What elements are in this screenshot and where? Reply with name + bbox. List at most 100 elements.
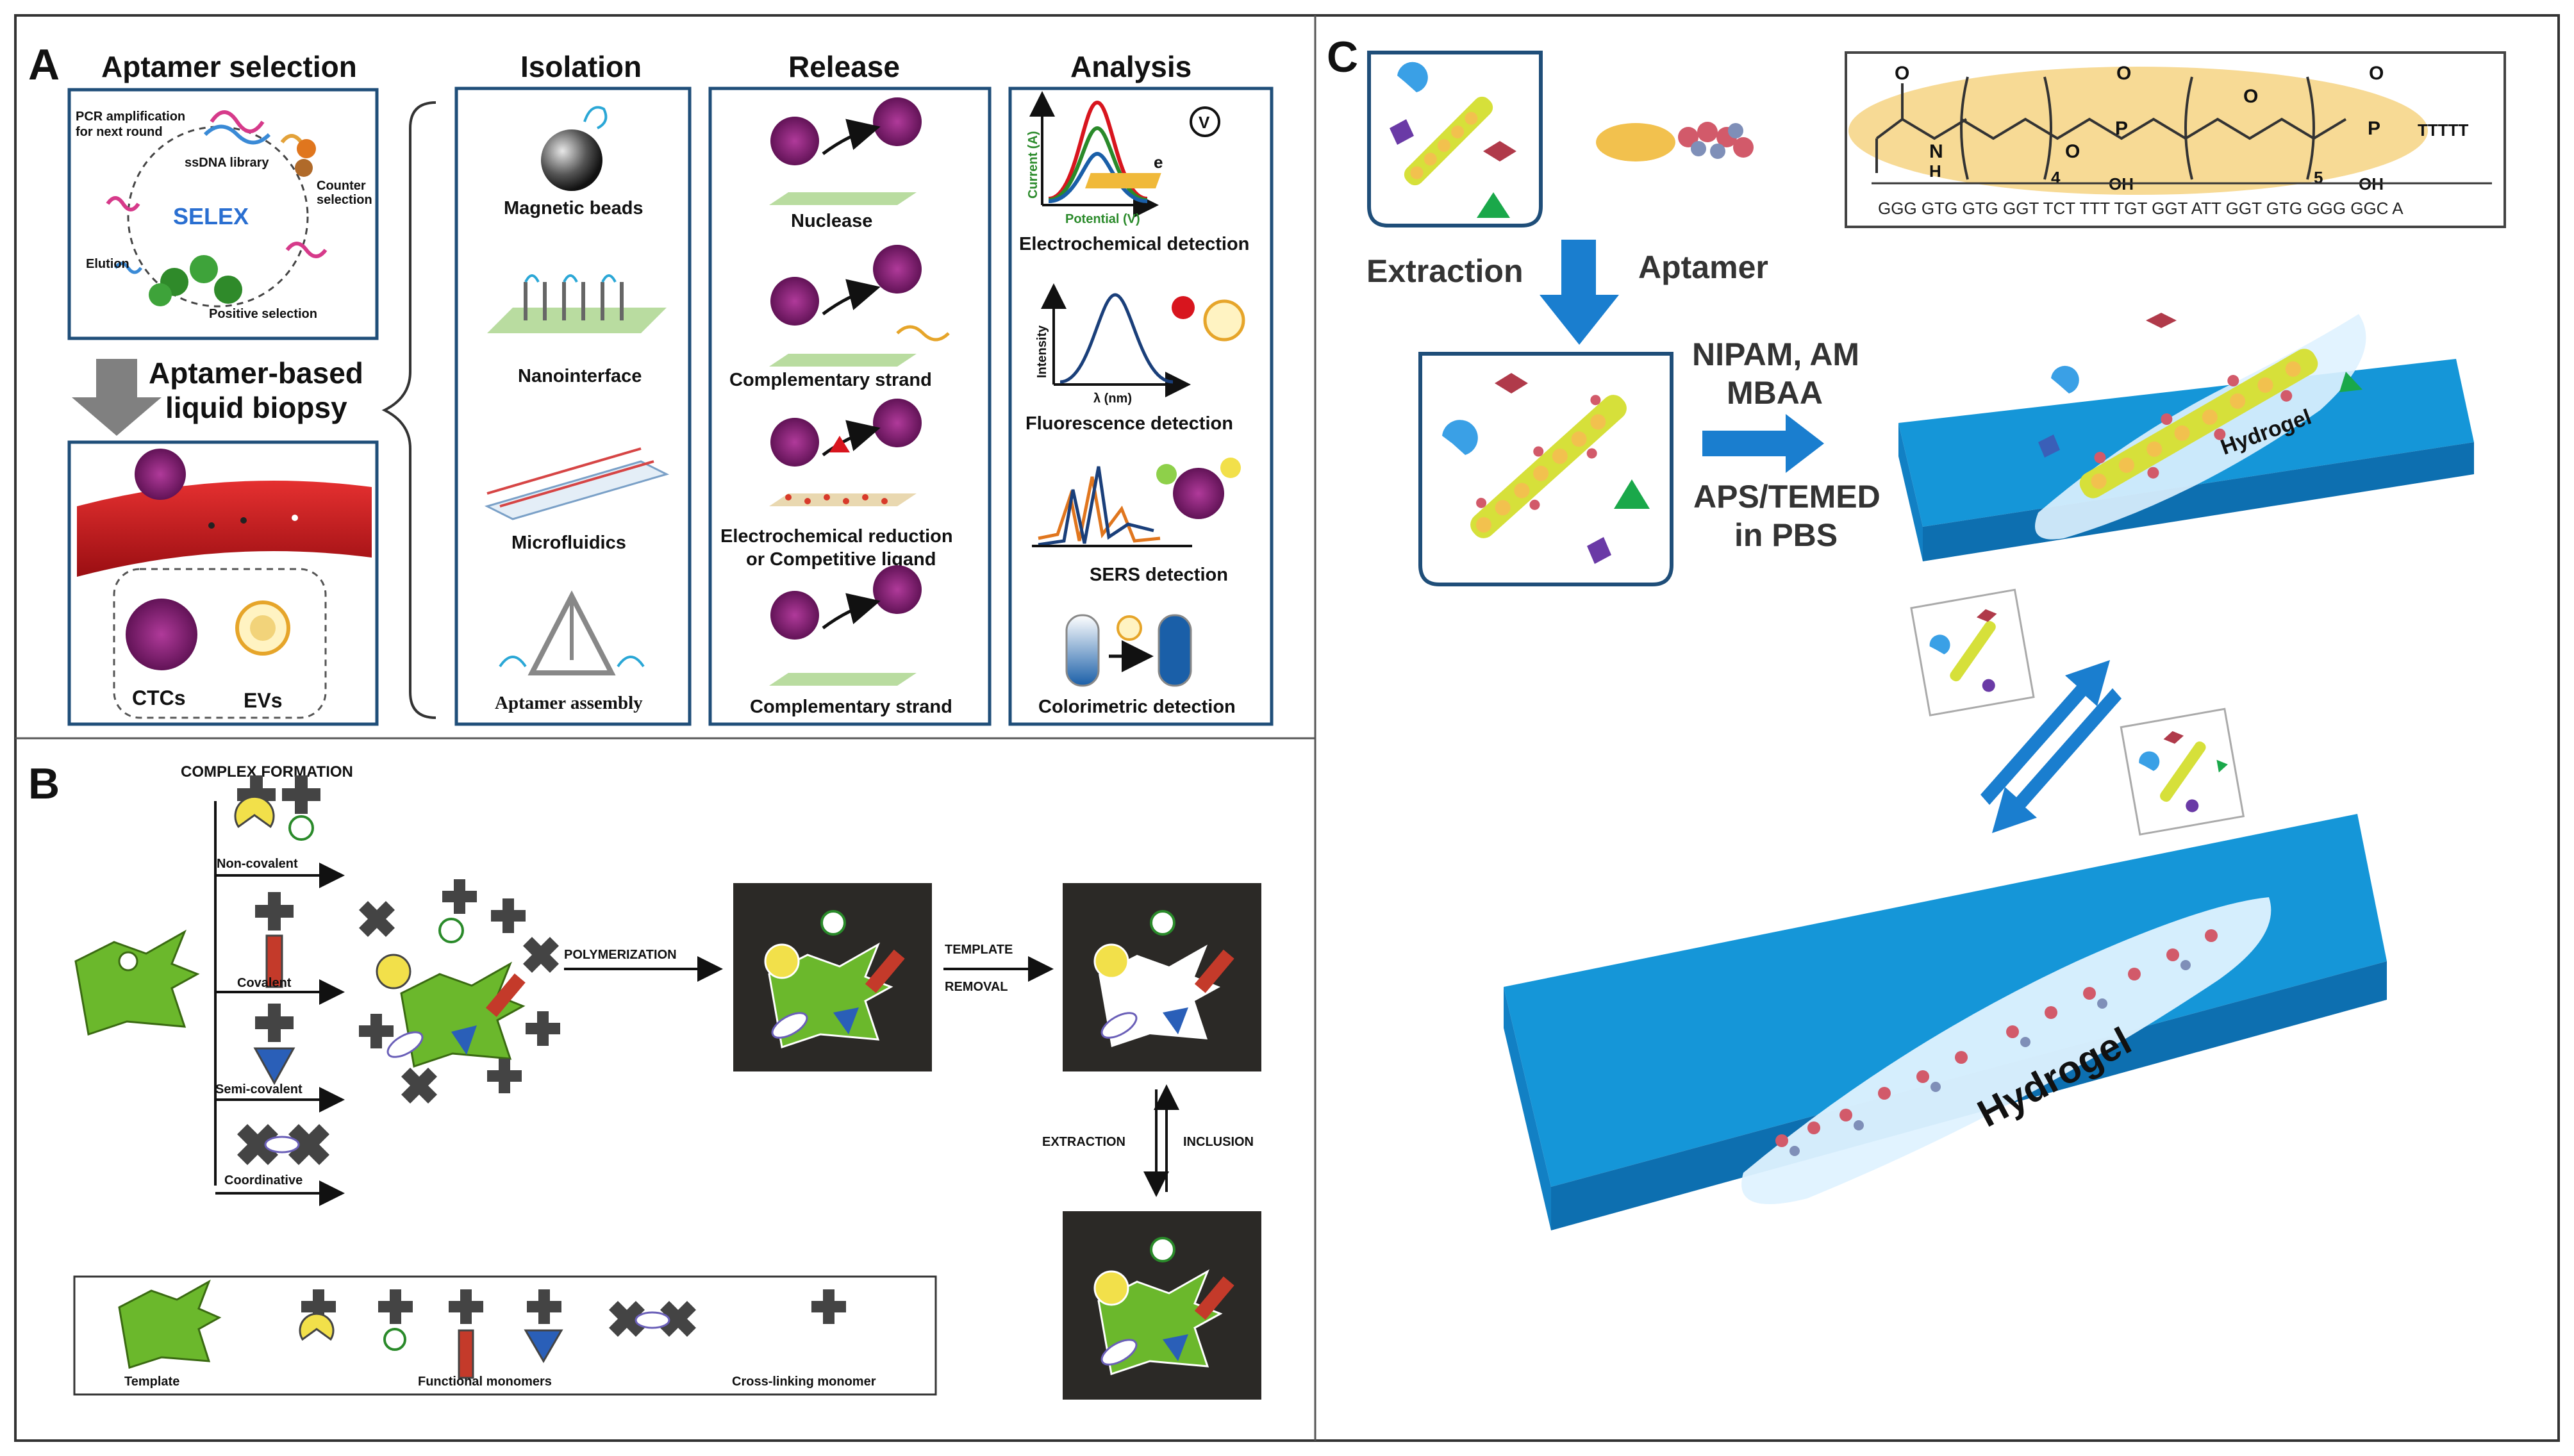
axis-lambda: λ (nm) (1093, 392, 1132, 406)
chem-tail: TTTTT (2418, 120, 2469, 140)
analysis-box: V e Current (A) Potential (V) Electroche… (1008, 87, 1274, 726)
aptamer-rod-tray-top (2079, 349, 2318, 499)
chem-o-2: O (2065, 141, 2080, 162)
panel-a: A Aptamer selection Isolation Release An… (28, 40, 1274, 726)
legend-template: Template (124, 1375, 179, 1389)
outer-frame (14, 14, 2560, 1442)
polymerization-label: POLYMERIZATION (564, 948, 677, 962)
legend-functional: Functional monomers (418, 1375, 552, 1389)
reagent-arrow (1702, 414, 1824, 473)
rebound-box (1063, 1211, 1261, 1400)
legend-crosslinking: Cross-linking monomer (732, 1375, 876, 1389)
panel-b-letter: B (28, 759, 60, 808)
isolation-box: Magnetic beads Nanointerface Microfluidi… (454, 87, 692, 726)
extraction-label-b: EXTRACTION (1042, 1135, 1125, 1149)
blue-down-arrow (1540, 240, 1619, 345)
heading-release: Release (788, 50, 900, 83)
biopsy-line2: liquid biopsy (165, 391, 347, 424)
release-item-4: Complementary strand (750, 697, 952, 717)
heading-isolation: Isolation (520, 50, 642, 83)
template-shape (74, 929, 200, 1036)
legend-box: Template Functional monomers Cross-linki… (73, 1275, 937, 1396)
panel-a-letter: A (28, 40, 60, 89)
axis-intensity: Intensity (1035, 325, 1049, 378)
panel-b: B COMPLEX FORMATION Non-covalent Covalen… (28, 759, 1261, 1400)
analysis-item-3: Colorimetric detection (1038, 697, 1236, 717)
release-item-3: or Competitive ligand (746, 549, 936, 570)
isolation-item-2: Microfluidics (511, 533, 626, 553)
polymer-box (733, 883, 932, 1071)
panel-c-letter: C (1327, 33, 1358, 81)
bond-row-covalent: Covalent (215, 892, 345, 1005)
selex-counter: Counter (317, 179, 366, 193)
bond-coordinative: Coordinative (224, 1173, 303, 1187)
selex-counter2: selection (317, 193, 372, 207)
aptamer-sequence: GGG GTG GTG GGT TCT TTT TGT GGT ATT GGT … (1878, 199, 2404, 218)
reagent-0: NIPAM, AM (1692, 336, 1859, 372)
complex-formation-label: COMPLEX FORMATION (181, 763, 353, 781)
chem-n: N (1929, 141, 1943, 162)
biopsy-line1: Aptamer-based (149, 356, 363, 390)
reagent-3: in PBS (1734, 517, 1838, 553)
selex-positive: Positive selection (209, 307, 317, 321)
bond-row-noncovalent: Non-covalent (215, 775, 345, 888)
analysis-item-1: Fluorescence detection (1025, 413, 1233, 434)
panel-c: C O N H 4 O (1327, 33, 2506, 1230)
grey-down-arrow (72, 359, 162, 436)
label-ctcs: CTCs (132, 686, 186, 709)
aptamer-label-c: Aptamer (1638, 249, 1768, 285)
analysis-item-0: Electrochemical detection (1019, 234, 1249, 254)
beaker-middle (1418, 352, 1673, 586)
ctc-cell (126, 599, 197, 670)
template-removal-2: REMOVAL (945, 980, 1008, 994)
extraction-label-c: Extraction (1366, 253, 1524, 289)
chem-p-1: P (2115, 118, 2128, 139)
bond-noncovalent: Non-covalent (217, 857, 298, 871)
blood-vessel-box: CTCs EVs (67, 440, 379, 726)
arrow-diag-down (1992, 688, 2121, 833)
template-removal-1: TEMPLATE (945, 943, 1013, 957)
isolation-item-0: Magnetic beads (504, 198, 644, 219)
cavity-box (1063, 883, 1261, 1071)
complex-cluster (359, 879, 560, 1104)
axis-potential: Potential (V) (1065, 212, 1140, 226)
electron-label: e (1154, 153, 1163, 172)
inclusion-label-b: INCLUSION (1183, 1135, 1254, 1149)
heading-aptamer-selection: Aptamer selection (101, 50, 357, 83)
hydrogel-tray-top: Hydrogel (1898, 313, 2474, 561)
chem-o-5: O (2369, 63, 2384, 84)
label-evs: EVs (244, 689, 282, 712)
chem-o-1: O (1895, 63, 1909, 84)
analysis-item-2: SERS detection (1090, 565, 1228, 585)
chem-p-2: P (2368, 118, 2380, 139)
bond-row-semicovalent: Semi-covalent (215, 1004, 345, 1113)
chem-h: H (1929, 161, 1941, 181)
bond-semicovalent: Semi-covalent (215, 1082, 303, 1096)
reagent-1: MBAA (1727, 375, 1823, 411)
isolation-item-3: Aptamer assembly (495, 693, 643, 713)
selex-elution: Elution (86, 257, 129, 271)
chem-structure: O N H 4 O P O OH O 5 P O OH TTTTT GGG GT… (1596, 51, 2506, 228)
isolation-item-1: Nanointerface (518, 366, 642, 386)
bond-covalent: Covalent (237, 976, 292, 990)
bond-row-coordinative: Coordinative (215, 1124, 345, 1206)
selex-library: ssDNA library (185, 156, 269, 170)
selex-pcr2: for next round (76, 125, 163, 139)
card-right (2120, 707, 2245, 836)
selex-pcr: PCR amplification (76, 110, 185, 124)
chem-o-3: O (2116, 63, 2131, 84)
hydrogel-tray-bottom: Hydrogel (1504, 814, 2387, 1230)
release-item-1: Complementary strand (729, 370, 932, 390)
heading-analysis: Analysis (1070, 50, 1192, 83)
v-meter-label: V (1199, 113, 1210, 132)
release-box: Nuclease Complementary strand Electroche… (708, 87, 992, 726)
release-item-0: Nuclease (791, 211, 872, 231)
aptamer-rod-middle (1470, 395, 1627, 538)
card-left (1910, 588, 2035, 716)
beaker-top (1367, 51, 1543, 228)
arrow-diag-up (1980, 660, 2110, 805)
selex-box: PCR amplification for next round ssDNA l… (67, 88, 379, 340)
selex-title: SELEX (173, 203, 249, 229)
curly-brace (381, 101, 436, 719)
